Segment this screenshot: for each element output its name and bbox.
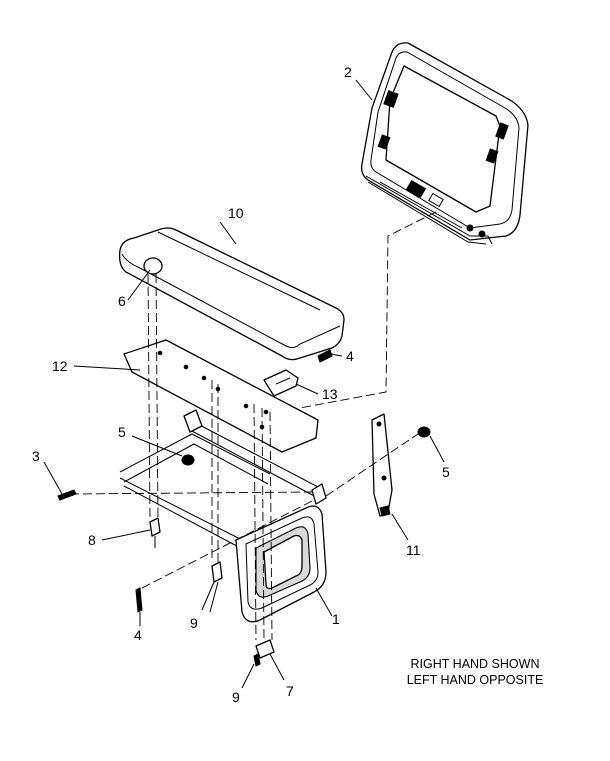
callout-6: 6 <box>118 293 126 309</box>
seat-cushion: 10 6 <box>118 205 345 361</box>
callout-4-lower: 4 <box>134 627 142 643</box>
clip-9-upper: 9 <box>190 561 223 631</box>
callout-13: 13 <box>322 386 338 402</box>
callout-10: 10 <box>228 205 244 221</box>
callout-3: 3 <box>32 448 40 464</box>
callout-2: 2 <box>344 64 352 80</box>
clip-7-and-9-lower: 9 7 <box>232 639 294 705</box>
nut-right: 5 <box>417 426 450 480</box>
callout-5-right: 5 <box>442 464 450 480</box>
fastener-8: 8 <box>88 517 161 548</box>
callout-4-upper: 4 <box>346 348 354 364</box>
seat-back-assembly: 2 <box>344 42 529 245</box>
callout-1: 1 <box>332 611 340 627</box>
callout-12: 12 <box>52 358 68 374</box>
seat-frame: 5 <box>118 409 327 553</box>
seat-pan-plate: 12 <box>52 339 319 453</box>
callout-8: 8 <box>88 532 96 548</box>
callout-7: 7 <box>286 683 294 699</box>
note-line-2: LEFT HAND OPPOSITE <box>407 673 544 687</box>
assembly-lines <box>69 211 437 641</box>
note-line-1: RIGHT HAND SHOWN <box>411 657 540 671</box>
side-bracket: 11 <box>371 413 421 558</box>
callout-9-upper: 9 <box>190 615 198 631</box>
bolt-4-lower: 4 <box>134 587 143 643</box>
callout-5-left: 5 <box>118 424 126 440</box>
callout-9-lower: 9 <box>232 689 240 705</box>
side-panel: 1 <box>235 505 340 627</box>
callout-11: 11 <box>406 542 421 558</box>
bolt-3: 3 <box>32 448 77 501</box>
bracket-and-bolt: 13 4 <box>263 348 354 402</box>
orientation-note: RIGHT HAND SHOWN LEFT HAND OPPOSITE <box>407 657 544 687</box>
